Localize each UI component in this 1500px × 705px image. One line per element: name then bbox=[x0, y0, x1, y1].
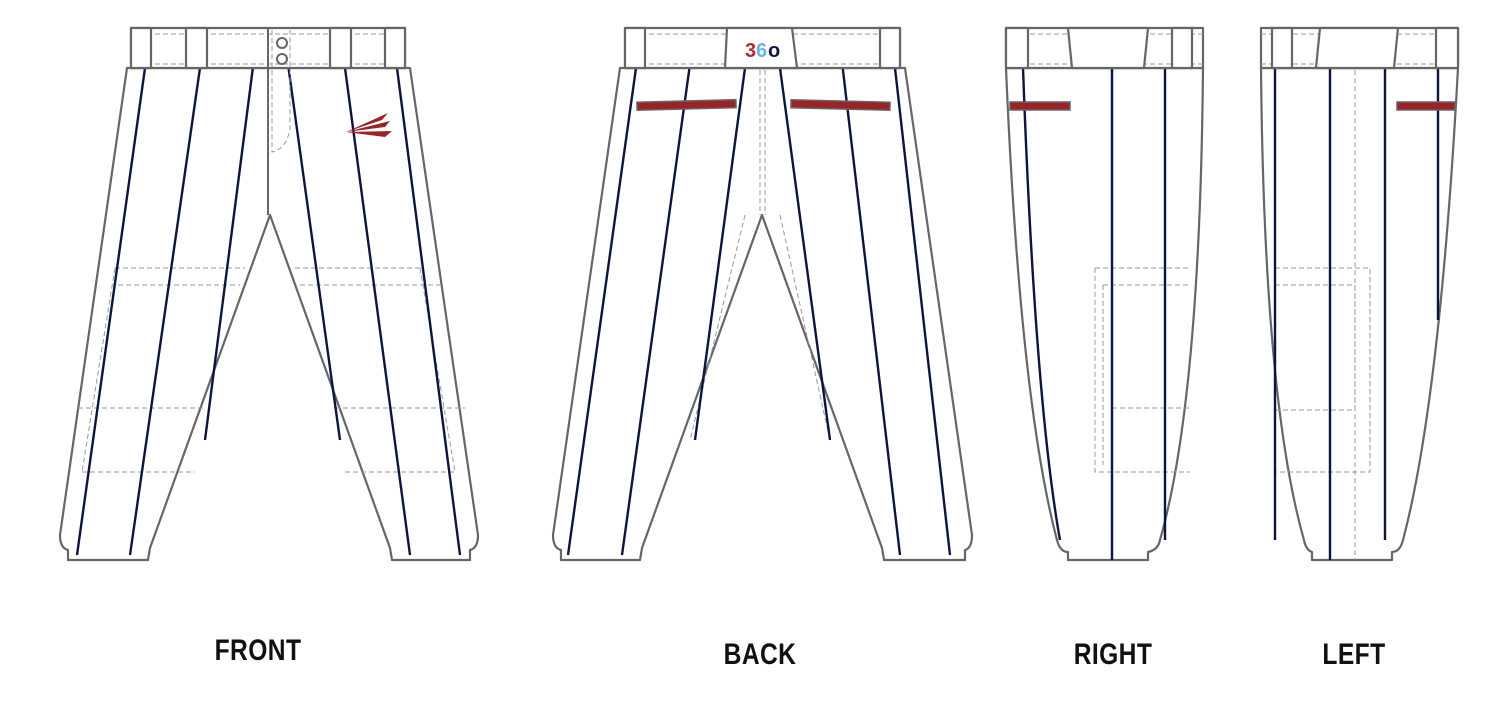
back-pocket-left bbox=[636, 98, 737, 112]
view-label-left: LEFT bbox=[1322, 638, 1386, 671]
right-view-pants bbox=[1004, 26, 1205, 562]
brand-logo-arrows bbox=[346, 113, 392, 137]
front-view-pants bbox=[58, 26, 480, 562]
side-pocket bbox=[1009, 101, 1071, 111]
view-label-back: BACK bbox=[723, 638, 797, 671]
left-view-pants bbox=[1259, 26, 1460, 562]
button bbox=[276, 53, 288, 65]
back-pocket-right bbox=[790, 98, 891, 112]
side-pocket bbox=[1396, 101, 1456, 111]
view-label-front: FRONT bbox=[214, 634, 302, 667]
svg-text:o: o bbox=[768, 40, 780, 62]
button bbox=[276, 37, 288, 49]
belt-loops bbox=[129, 26, 407, 70]
svg-text:6: 6 bbox=[756, 40, 767, 62]
view-label-right: RIGHT bbox=[1073, 638, 1153, 671]
svg-text:3: 3 bbox=[745, 40, 756, 62]
